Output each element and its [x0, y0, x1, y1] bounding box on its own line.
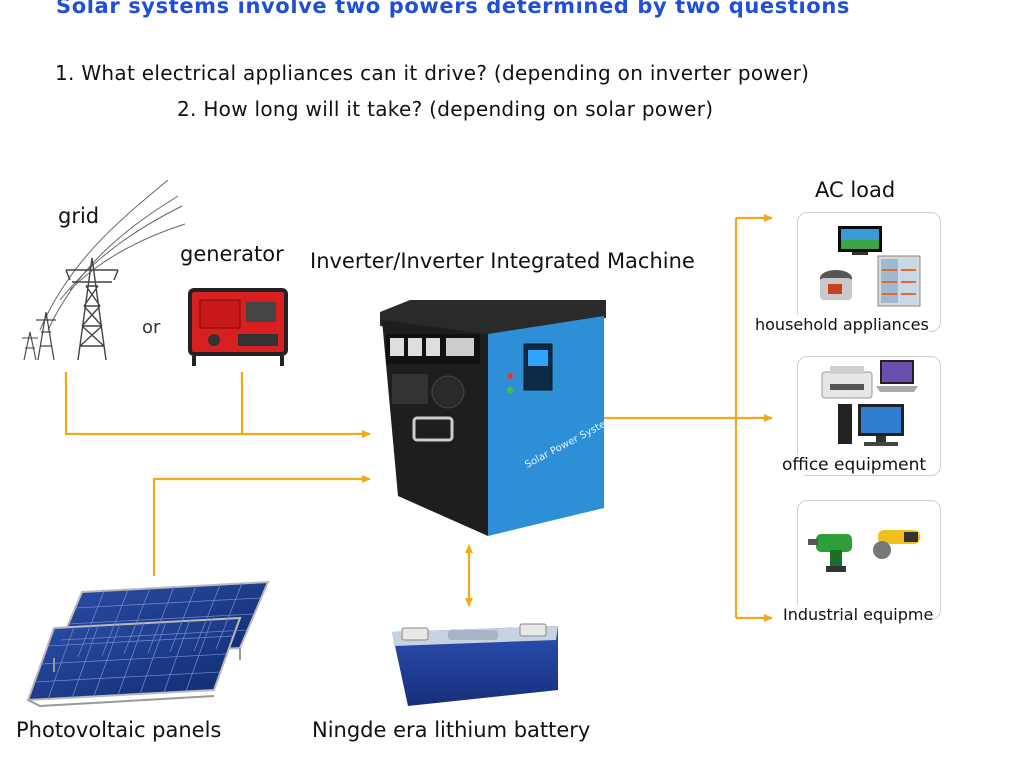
pv-panels-label: Photovoltaic panels — [16, 718, 222, 742]
solar-panels-icon — [26, 580, 270, 708]
connector-lines — [64, 214, 773, 622]
diagram-title: Solar systems involve two powers determi… — [56, 0, 850, 18]
desktop-computer-icon — [838, 404, 904, 446]
office-label: office equipment — [782, 455, 927, 475]
rice-cooker-icon — [820, 270, 852, 300]
generator-label: generator — [180, 242, 284, 266]
generator-icon — [188, 288, 288, 366]
lithium-battery-icon — [392, 623, 558, 706]
machine-label: Inverter/Inverter Integrated Machine — [310, 249, 695, 273]
industrial-label: Industrial equipme — [783, 605, 934, 624]
electric-drill-icon — [808, 534, 852, 572]
angle-grinder-icon — [873, 530, 920, 559]
question-1: 1. What electrical appliances can it dri… — [55, 61, 810, 85]
inverter-machine-icon — [380, 300, 606, 536]
laptop-icon — [876, 360, 918, 392]
question-2: 2. How long will it take? (depending on … — [177, 97, 714, 121]
grid-label: grid — [58, 204, 100, 228]
refrigerator-icon — [877, 255, 921, 307]
power-line-icon — [22, 179, 186, 361]
ac-load-title: AC load — [815, 178, 896, 202]
or-label: or — [142, 317, 161, 338]
household-label: household appliances — [755, 315, 929, 334]
printer-icon — [821, 366, 873, 399]
battery-label: Ningde era lithium battery — [312, 718, 591, 742]
tv-icon — [838, 226, 882, 255]
